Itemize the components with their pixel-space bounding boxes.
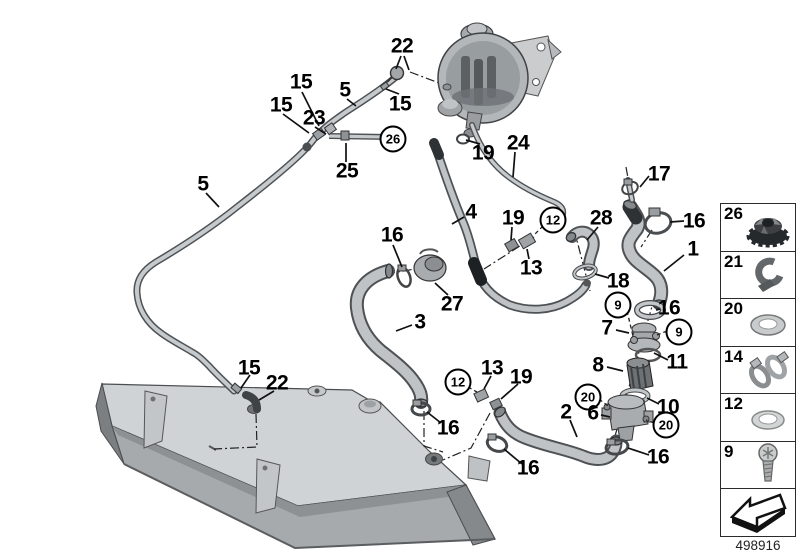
seal-ring-icon [751,410,785,430]
rubber-sleeve-icon [755,257,784,293]
callout-20[interactable]: 20 [652,411,680,439]
valve-assembly-stack [601,300,666,456]
callout-20[interactable]: 20 [574,383,602,411]
callout-8[interactable]: 8 [592,353,604,377]
callout-13[interactable]: 13 [519,256,543,280]
legend-number: 20 [724,299,743,319]
callout-16[interactable]: 16 [646,445,670,469]
callout-5[interactable]: 5 [197,172,209,196]
callout-15[interactable]: 15 [269,93,293,117]
callout-13[interactable]: 13 [480,356,504,380]
legend-number: 26 [724,204,743,223]
legend-item-20[interactable]: 20 [721,299,795,347]
vent-pipe-5 [133,73,400,395]
legend-number: 12 [724,394,743,414]
legend-number: 9 [724,441,734,461]
callout-17[interactable]: 17 [647,162,671,186]
callout-19[interactable]: 19 [501,206,525,230]
callout-18[interactable]: 18 [606,269,630,293]
callout-4[interactable]: 4 [465,200,477,224]
callout-5[interactable]: 5 [339,78,351,102]
callout-15[interactable]: 15 [388,92,412,116]
callout-16[interactable]: 16 [380,223,404,247]
hose-1 [621,177,669,310]
legend-item-12[interactable]: 12 [721,394,795,442]
callout-3[interactable]: 3 [414,310,426,334]
legend-item-14[interactable]: 14 [721,347,795,395]
callout-28[interactable]: 28 [589,206,613,230]
pressure-cap-icon [746,217,790,248]
callout-23[interactable]: 23 [302,106,326,130]
washer-icon [750,313,786,336]
hose-4 [429,138,591,314]
vent-pipe-25 [328,130,388,141]
callout-16[interactable]: 16 [657,296,681,320]
callout-19[interactable]: 19 [509,365,533,389]
callout-22[interactable]: 22 [265,371,289,395]
callout-16[interactable]: 16 [682,209,706,233]
callout-9[interactable]: 9 [665,318,693,346]
callout-12[interactable]: 12 [539,206,567,234]
diagram-part-number: 498916 [735,538,781,553]
hose-3 [349,263,429,409]
callout-27[interactable]: 27 [440,292,464,316]
small-fittings [230,65,673,453]
callout-24[interactable]: 24 [506,131,530,155]
callout-9[interactable]: 9 [604,291,632,319]
callout-7[interactable]: 7 [601,316,613,340]
callout-19[interactable]: 19 [471,141,495,165]
callout-12[interactable]: 12 [444,368,472,396]
legend-panel: 26 21 20 14 12 [720,203,796,537]
elbow-28 [565,225,600,271]
legend-item-26[interactable]: 26 [721,204,795,252]
callout-22[interactable]: 22 [390,34,414,58]
legend-item-21[interactable]: 21 [721,252,795,300]
callout-26[interactable]: 26 [379,125,407,153]
legend-item-direction[interactable] [721,489,795,536]
screw-icon [758,443,778,483]
callout-15[interactable]: 15 [237,356,261,380]
legend-number: 21 [724,251,743,271]
callout-6[interactable]: 6 [587,401,599,425]
callout-25[interactable]: 25 [335,159,359,183]
callout-11[interactable]: 11 [666,350,688,374]
radiator [95,382,496,550]
callout-1[interactable]: 1 [687,237,699,261]
callout-15[interactable]: 15 [289,70,313,94]
expansion-tank [437,22,562,145]
leader-lines [205,55,685,465]
hose-clamp-icon [748,351,790,389]
legend-number: 14 [724,346,743,366]
legend-item-9[interactable]: 9 [721,442,795,490]
callout-16[interactable]: 16 [436,416,460,440]
callout-16[interactable]: 16 [516,456,540,480]
direction-arrow-icon [729,493,787,534]
callout-2[interactable]: 2 [560,400,572,424]
